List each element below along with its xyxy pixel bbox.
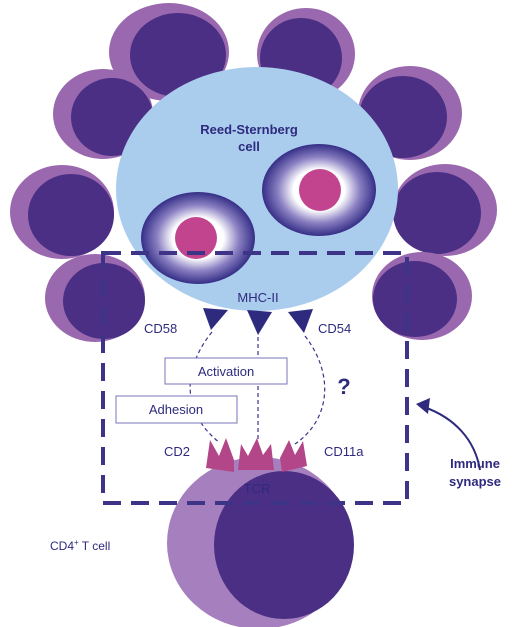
- adhesion-box: [115, 395, 238, 424]
- rs-nucleus-right: [262, 144, 376, 236]
- surrounding-cell-6: [393, 164, 497, 256]
- cd11a-receptor: [280, 440, 307, 472]
- cd54-cd11a-connector: [294, 335, 326, 445]
- rs-nucleolus-left: [175, 217, 217, 259]
- cd58-label: CD58: [144, 321, 177, 336]
- cd58-receptor: [203, 308, 228, 330]
- immune-synapse-box: [101, 251, 409, 505]
- activation-box: [164, 357, 288, 385]
- rs-nucleolus-right: [299, 169, 341, 211]
- synapse-arrow-head: [416, 398, 430, 414]
- surrounding-cell-1: [109, 3, 229, 101]
- surrounding-cell-8: [372, 252, 472, 340]
- synapse-arrow: [423, 406, 481, 471]
- rs-cell-title-line2: cell: [238, 139, 260, 154]
- synapse-label-line2: synapse: [449, 474, 501, 489]
- surrounding-cell-5: [10, 165, 114, 259]
- rs-nucleus-left: [141, 192, 255, 284]
- cd4-t-cell: [167, 457, 354, 627]
- activation-label: Activation: [198, 364, 254, 379]
- question-mark: ?: [337, 374, 350, 399]
- t-cell-nucleus: [214, 471, 354, 619]
- t-cell-label: CD4+ T cell: [50, 538, 110, 553]
- cd54-receptor: [288, 309, 313, 333]
- cd2-label: CD2: [164, 444, 190, 459]
- synapse-label-line1: Immune: [450, 456, 500, 471]
- tcr-label: TCR: [244, 481, 271, 496]
- cd2-receptor: [206, 438, 234, 472]
- surrounding-cell-7: [45, 254, 145, 342]
- mhc-ii-label: MHC-II: [237, 290, 278, 305]
- cd58-cd2-connector: [189, 331, 221, 444]
- adhesion-label: Adhesion: [149, 402, 203, 417]
- cd11a-label: CD11a: [324, 444, 364, 459]
- mhc-ii-receptor: [247, 310, 272, 335]
- rs-cell-title-line1: Reed-Sternberg: [200, 122, 298, 137]
- tcr-receptor: [238, 438, 274, 470]
- cd54-label: CD54: [318, 321, 351, 336]
